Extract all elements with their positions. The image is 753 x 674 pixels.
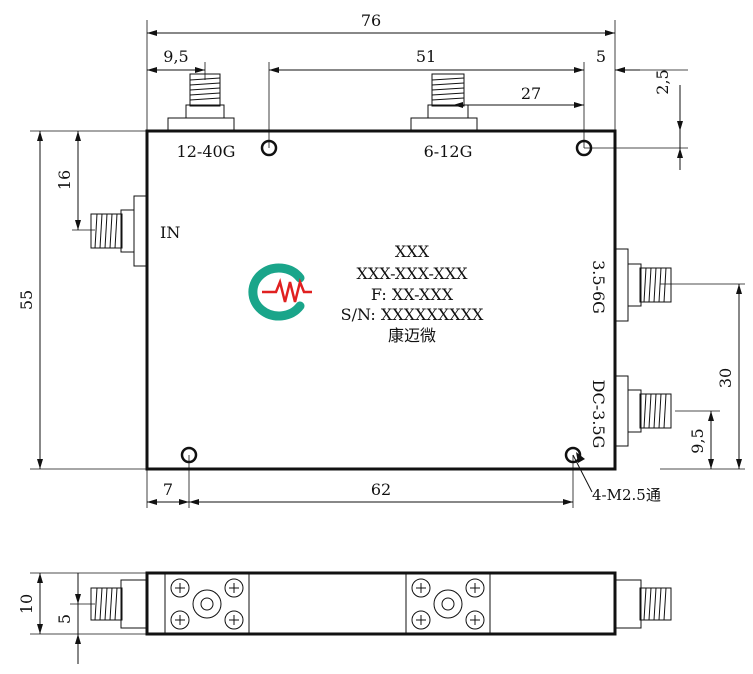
side-connector-right <box>614 579 672 629</box>
dim-hole-spacing-top-label: 51 <box>416 47 436 66</box>
dim-overall-width-label: 76 <box>361 11 381 30</box>
dim-right-lower-offset-label: 9,5 <box>688 428 707 453</box>
dim-right-hole-offset-label: 5 <box>596 47 606 66</box>
mounting-hole <box>180 446 198 464</box>
connector-input <box>90 195 148 267</box>
mounting-hole <box>564 446 582 464</box>
dim-half-thickness-label: 5 <box>55 614 74 624</box>
dim-overall-height-label: 55 <box>17 290 36 310</box>
side-connector-left <box>90 579 148 629</box>
dim-bottom-hole-spacing: 62 <box>189 480 573 505</box>
connector-right-lower <box>614 375 672 447</box>
connector-right-upper <box>614 248 672 322</box>
side-flange-right <box>405 572 491 635</box>
side-flange-left <box>164 572 250 635</box>
side-view: 10 5 <box>17 571 672 664</box>
dim-in-connector-offset-label: 16 <box>55 170 74 190</box>
dim-left-connector-offset: 9,5 <box>147 47 205 73</box>
mounting-hole <box>575 139 593 157</box>
dim-mid-connector-offset-label: 27 <box>521 84 541 103</box>
dim-left-connector-offset-label: 9,5 <box>163 47 188 66</box>
dim-mid-connector-offset: 27 <box>453 84 584 108</box>
dim-right-lower-offset: 9,5 <box>688 411 714 469</box>
port-label-top-left: 12-40G <box>177 142 236 161</box>
dim-right-connector-spacing-label: 30 <box>716 368 735 388</box>
label-model: XXX <box>395 242 430 261</box>
dim-bottom-left-offset-label: 7 <box>163 480 173 499</box>
label-frequency: F: XX-XXX <box>371 285 454 304</box>
label-serial: S/N: XXXXXXXXX <box>341 305 484 324</box>
hole-callout-label: 4-M2.5通 <box>592 486 661 504</box>
dim-half-thickness: 5 <box>55 573 81 664</box>
port-label-top-middle: 6-12G <box>424 142 473 161</box>
dim-top-hole-offset-label: 2,5 <box>653 69 672 94</box>
dim-hole-spacing-top: 51 <box>269 47 584 73</box>
dim-top-hole-offset: 2,5 <box>653 69 683 170</box>
dim-thickness-label: 10 <box>17 594 36 614</box>
dim-right-hole-offset: 5 <box>596 47 640 73</box>
connector-top-middle <box>410 73 478 132</box>
product-label: XXX XXX-XXX-XXX F: XX-XXX S/N: XXXXXXXXX… <box>341 242 484 345</box>
dim-right-connector-spacing: 30 <box>716 284 742 469</box>
port-label-right-lower: DC-3.5G <box>589 380 608 449</box>
label-part-number: XXX-XXX-XXX <box>356 264 468 283</box>
dim-thickness: 10 <box>17 573 43 634</box>
connector-top-left <box>167 73 235 132</box>
mounting-holes <box>180 139 593 464</box>
port-label-right-upper: 3.5-6G <box>589 260 608 314</box>
side-view-body <box>145 571 617 636</box>
dim-in-connector-offset: 16 <box>55 131 81 230</box>
hole-callout: 4-M2.5通 <box>572 452 661 504</box>
dim-bottom-hole-spacing-label: 62 <box>371 480 391 499</box>
extension-lines <box>30 20 745 508</box>
dim-overall-height: 55 <box>17 131 43 469</box>
port-label-input: IN <box>160 223 180 242</box>
dim-overall-width: 76 <box>147 11 615 36</box>
company-logo <box>248 263 312 321</box>
mounting-hole <box>260 139 278 157</box>
label-brand: 康迈微 <box>388 326 436 345</box>
dim-bottom-left-offset: 7 <box>147 480 189 505</box>
